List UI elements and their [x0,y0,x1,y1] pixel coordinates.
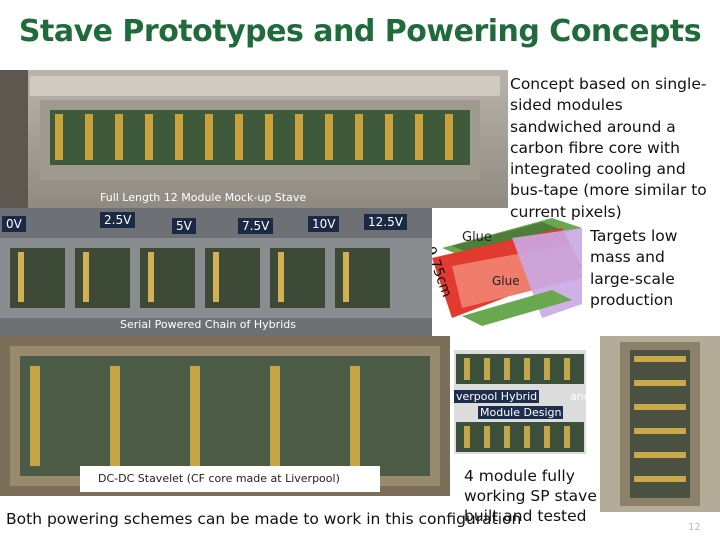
slide-title: Stave Prototypes and Powering Concepts [18,14,702,49]
hybrid-photo: verpool Hybrid and Module Design [454,350,586,454]
sandwich-image [432,218,582,326]
targets-text: Targets low mass and large-scale product… [590,227,678,309]
voltage-label-5: 12.5V [364,214,407,230]
serial-chain-image [0,238,432,318]
page-number: 12 [688,522,701,533]
bottom-text: Both powering schemes can be made to wor… [6,510,522,528]
four-module-photo [600,336,720,512]
voltage-label-1: 2.5V [100,212,136,228]
dcdc-caption: DC-DC Stavelet (CF core made at Liverpoo… [98,472,340,485]
serial-caption: Serial Powered Chain of Hybrids [120,318,296,331]
mockup-stave-photo: Full Length 12 Module Mock-up Stave [0,70,508,210]
module-diagram: Glue Glue 9.75cm [432,208,582,336]
mockup-stave-image [0,70,500,210]
voltage-label-4: 10V [308,216,340,232]
hybrid-image [456,354,584,452]
glue-label-bottom: Glue [492,274,520,288]
concept-text: Concept based on single-sided modules sa… [510,75,707,221]
serial-chain-photo: 0V 2.5V 5V 7.5V 10V 12.5V Serial Powered… [0,208,432,336]
dcdc-stavelet-image [10,346,440,492]
voltage-label-2: 5V [172,218,196,234]
four-module-text: 4 module fully working SP stave built an… [464,467,597,525]
mockup-caption: Full Length 12 Module Mock-up Stave [100,191,307,204]
dcdc-stavelet-photo: DC-DC Stavelet (CF core made at Liverpoo… [0,336,450,496]
hybrid-caption-line1: verpool Hybrid [454,390,540,403]
voltage-label-0: 0V [2,216,26,232]
hybrid-caption-line2: Module Design [478,406,564,419]
voltage-label-3: 7.5V [238,218,274,234]
glue-label-top: Glue [462,230,492,245]
hybrid-caption-and: and [570,390,586,403]
four-module-image [620,342,700,506]
